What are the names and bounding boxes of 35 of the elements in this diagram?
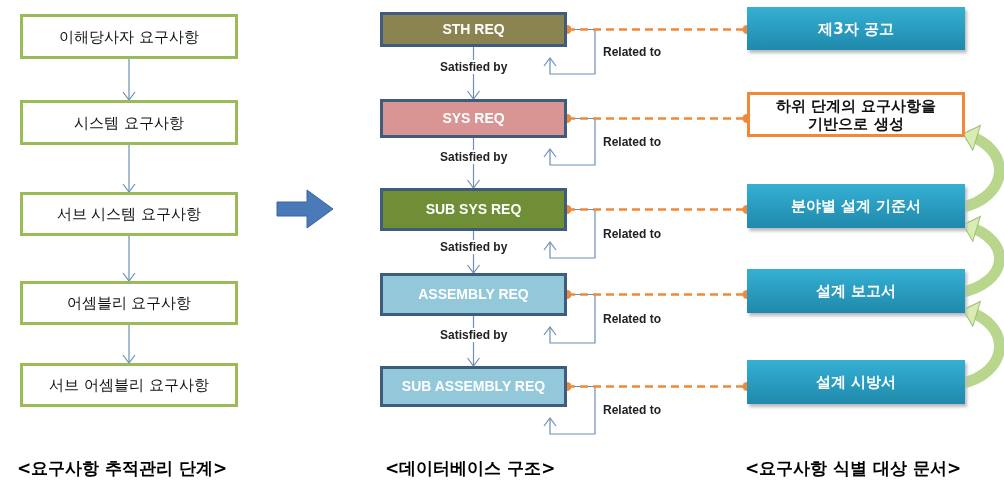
process-box: 이해당사자 요구사항 <box>20 14 238 59</box>
edge-label: Related to <box>601 44 663 59</box>
arrow <box>122 144 136 193</box>
arrow <box>122 235 136 282</box>
requirement-box: SUB SYS REQ <box>380 188 567 231</box>
document-box: 분야별 설계 기준서 <box>747 184 965 228</box>
requirement-box: ASSEMBLY REQ <box>380 273 567 316</box>
caption: <데이터베이스 구조> <box>385 456 556 480</box>
process-box: 서브 시스템 요구사항 <box>20 192 238 236</box>
process-box: 시스템 요구사항 <box>20 100 238 145</box>
edge-label: Related to <box>601 226 663 241</box>
arrow <box>122 58 136 101</box>
edge-label: Satisfied by <box>438 239 510 254</box>
note-box: 하위 단계의 요구사항을 기반으로 생성 <box>747 92 965 137</box>
caption: <요구사항 식별 대상 문서> <box>745 456 962 480</box>
requirement-box: STH REQ <box>380 12 567 47</box>
loop-arrow <box>543 117 596 166</box>
edge-label: Satisfied by <box>438 59 510 74</box>
loop-arrow <box>543 385 596 435</box>
edge-label: Satisfied by <box>438 150 510 164</box>
loop-arrow <box>543 208 596 259</box>
edge-label: Related to <box>601 134 663 149</box>
requirement-box: SUB ASSEMBLY REQ <box>380 366 567 407</box>
arrow <box>122 324 136 364</box>
edge-label: Related to <box>601 311 663 326</box>
caption: <요구사항 추적관리 단계> <box>17 456 228 480</box>
document-box: 설계 보고서 <box>747 269 965 313</box>
requirement-box: SYS REQ <box>380 99 567 138</box>
document-box: 제3자 공고 <box>747 7 965 50</box>
document-box: 설계 시방서 <box>747 360 965 404</box>
process-box: 서브 어셈블리 요구사항 <box>20 363 238 407</box>
process-box: 어셈블리 요구사항 <box>20 281 238 325</box>
loop-arrow <box>543 293 596 344</box>
edge-label: Satisfied by <box>438 328 510 342</box>
loop-arrow <box>543 28 596 75</box>
